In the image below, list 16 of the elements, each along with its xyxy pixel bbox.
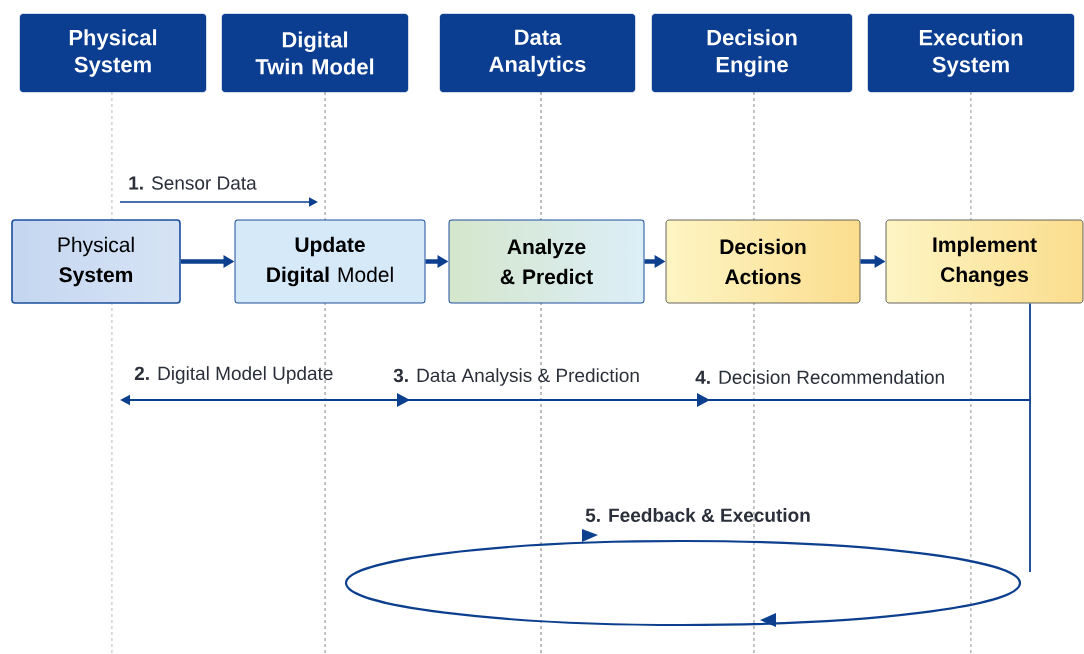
header-box: Digital Twin Model xyxy=(221,13,409,93)
process-box: Decision Actions xyxy=(665,219,861,304)
header-box: Physical System xyxy=(19,13,207,93)
message-label: 5. Feedback & Execution xyxy=(585,508,810,522)
process-box: Physical System xyxy=(11,219,181,304)
message-label: 1. Sensor Data xyxy=(129,176,257,190)
header-box: Data Analytics xyxy=(439,13,636,93)
header-box: Decision Engine xyxy=(651,13,853,93)
message-label: 2. Digital Model Update xyxy=(134,366,333,384)
header-box: Execution System xyxy=(867,13,1075,93)
process-box: Analyze & Predict xyxy=(448,219,645,304)
message-label: 3. Data Analysis & Prediction xyxy=(393,368,639,386)
message-label: 4. Decision Recommendation xyxy=(695,370,944,384)
connector-line xyxy=(1029,302,1031,573)
process-box: Implement Changes xyxy=(885,219,1084,304)
process-box: Update Digital Model xyxy=(234,219,426,304)
